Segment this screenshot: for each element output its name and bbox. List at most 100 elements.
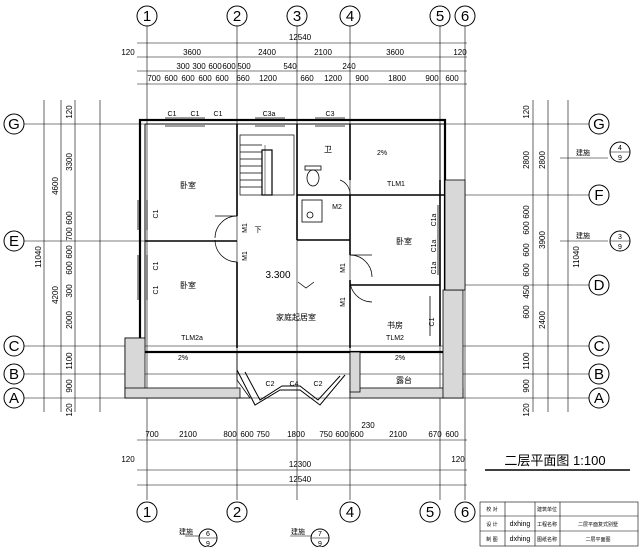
bottom-dim-a: 700 bbox=[145, 430, 159, 439]
axis-bubble-G-left: G bbox=[3, 113, 25, 135]
bottom-dimensions bbox=[137, 439, 467, 486]
room-family: 家庭起居室 bbox=[276, 312, 316, 322]
top-overall-dim: 12540 bbox=[289, 33, 312, 42]
top-dim-row2-a: 300 bbox=[176, 62, 190, 71]
right-dim-600a: 600 bbox=[522, 205, 531, 219]
svg-text:9: 9 bbox=[206, 541, 210, 547]
right-axis-bubbles: G F D C B A bbox=[588, 113, 610, 409]
right-dim-120-top: 120 bbox=[522, 105, 531, 119]
right-dim-1100: 1100 bbox=[522, 352, 531, 370]
svg-text:2: 2 bbox=[233, 504, 241, 521]
label-c1a-2: C1a bbox=[431, 239, 438, 252]
right-overall-dim: 11040 bbox=[572, 246, 581, 268]
axis-bubble-2-top: 2 bbox=[226, 5, 248, 27]
horizontal-axis-lines bbox=[24, 123, 589, 399]
label-c1-a: C1 bbox=[168, 111, 177, 118]
right-dim-600c: 600 bbox=[522, 243, 531, 257]
bottom-total-dim: 12300 bbox=[289, 460, 312, 469]
top-dim-row3-f: 660 bbox=[236, 74, 250, 83]
svg-text:1: 1 bbox=[143, 504, 151, 521]
bottom-dim-f: 1800 bbox=[287, 430, 305, 439]
label-c2-a: C2 bbox=[266, 381, 275, 388]
right-dim-3900: 3900 bbox=[538, 231, 547, 249]
svg-text:3: 3 bbox=[293, 8, 301, 25]
toilet-fixture bbox=[301, 165, 323, 223]
svg-text:6: 6 bbox=[206, 531, 210, 538]
axis-bubble-5-top: 5 bbox=[429, 5, 451, 27]
drawing-title: 二层平面图 1:100 bbox=[504, 453, 605, 468]
top-dim-row3-i: 1200 bbox=[324, 74, 342, 83]
label-c1-left-3: C1 bbox=[153, 285, 160, 294]
top-dim-row3-a: 700 bbox=[147, 74, 161, 83]
bottom-dim-g: 750 bbox=[319, 430, 333, 439]
svg-text:5: 5 bbox=[426, 504, 434, 521]
right-dim-600e: 600 bbox=[522, 305, 531, 319]
left-dim-2000: 2000 bbox=[65, 311, 74, 329]
left-dim-600a: 600 bbox=[65, 211, 74, 225]
top-axis-bubbles: 1 2 3 4 5 6 bbox=[136, 5, 476, 27]
title-block-design: 设 计 bbox=[486, 521, 497, 528]
left-dim-600c: 600 bbox=[65, 261, 74, 275]
axis-bubble-1-top: 1 bbox=[136, 5, 158, 27]
section-mark-bottom-2: 建施 7 9 bbox=[290, 527, 330, 547]
svg-text:3: 3 bbox=[618, 234, 622, 241]
staircase bbox=[239, 134, 295, 196]
svg-text:C: C bbox=[594, 338, 605, 355]
svg-text:C: C bbox=[9, 338, 20, 355]
title-block-drafter: dxhing bbox=[510, 536, 531, 543]
left-dim-3300: 3300 bbox=[65, 153, 74, 171]
axis-bubble-4-top: 4 bbox=[339, 5, 361, 27]
axis-bubble-C-right: C bbox=[588, 335, 610, 357]
right-dim-2800-inner: 2800 bbox=[522, 151, 531, 169]
left-overall-dim: 11040 bbox=[34, 246, 43, 268]
bottom-end-dim-right: 120 bbox=[451, 455, 465, 464]
axis-bubble-B-left: B bbox=[3, 363, 25, 385]
svg-text:建施: 建施 bbox=[576, 148, 590, 157]
left-dim-300: 300 bbox=[65, 284, 74, 298]
room-bedroom-3: 卧室 bbox=[396, 236, 412, 246]
svg-text:6: 6 bbox=[461, 504, 469, 521]
bottom-overall-dim: 12540 bbox=[289, 475, 312, 484]
title-block-unit: 建筑单位 bbox=[537, 506, 557, 513]
top-dim-row3-k: 1800 bbox=[388, 74, 406, 83]
room-wc: 卫 bbox=[324, 145, 332, 154]
bottom-dim-d: 600 bbox=[240, 430, 254, 439]
svg-text:7: 7 bbox=[318, 531, 322, 538]
title-block-designer: dxhing bbox=[510, 521, 531, 528]
bottom-dim-i: 600 bbox=[350, 430, 364, 439]
label-slope-3: 2% bbox=[395, 355, 405, 362]
top-dim-row3-l: 900 bbox=[425, 74, 439, 83]
top-dim-row2-d: 600 bbox=[222, 62, 236, 71]
left-dim-4600: 4600 bbox=[51, 177, 60, 195]
left-dimensions bbox=[43, 100, 101, 412]
door-swings bbox=[214, 179, 373, 303]
vertical-axis-lines bbox=[146, 26, 466, 500]
left-dim-4200: 4200 bbox=[51, 286, 60, 304]
top-dim-row1-end: 120 bbox=[453, 48, 467, 57]
top-dim-row3-b: 600 bbox=[164, 74, 178, 83]
label-m1-b: M1 bbox=[242, 251, 249, 261]
bottom-dim-b: 2100 bbox=[179, 430, 197, 439]
axis-bubble-1-bottom: 1 bbox=[136, 501, 158, 523]
bottom-dim-h: 600 bbox=[335, 430, 349, 439]
top-dim-row3-g: 1200 bbox=[259, 74, 277, 83]
left-dim-120: 120 bbox=[65, 403, 74, 417]
svg-text:A: A bbox=[9, 390, 19, 407]
title-block-check: 校 对 bbox=[486, 506, 497, 513]
label-tlm2: TLM2 bbox=[386, 335, 404, 342]
bottom-dim-note: 230 bbox=[361, 421, 375, 430]
right-dim-120: 120 bbox=[522, 403, 531, 417]
room-balcony: 露台 bbox=[396, 375, 412, 385]
label-c1a-3: C1a bbox=[431, 261, 438, 274]
top-dim-row2-e: 500 bbox=[237, 62, 251, 71]
svg-text:G: G bbox=[8, 116, 20, 133]
axis-bubble-3-top: 3 bbox=[286, 5, 308, 27]
top-dim-row3-e: 600 bbox=[215, 74, 229, 83]
svg-text:4: 4 bbox=[618, 145, 622, 152]
left-dim-600b: 600 bbox=[65, 245, 74, 259]
room-bedroom-2: 卧室 bbox=[180, 280, 196, 290]
label-c1-b: C1 bbox=[191, 111, 200, 118]
interior-walls bbox=[145, 124, 450, 348]
left-dim-900: 900 bbox=[65, 379, 74, 393]
right-dim-600d: 600 bbox=[522, 263, 531, 277]
